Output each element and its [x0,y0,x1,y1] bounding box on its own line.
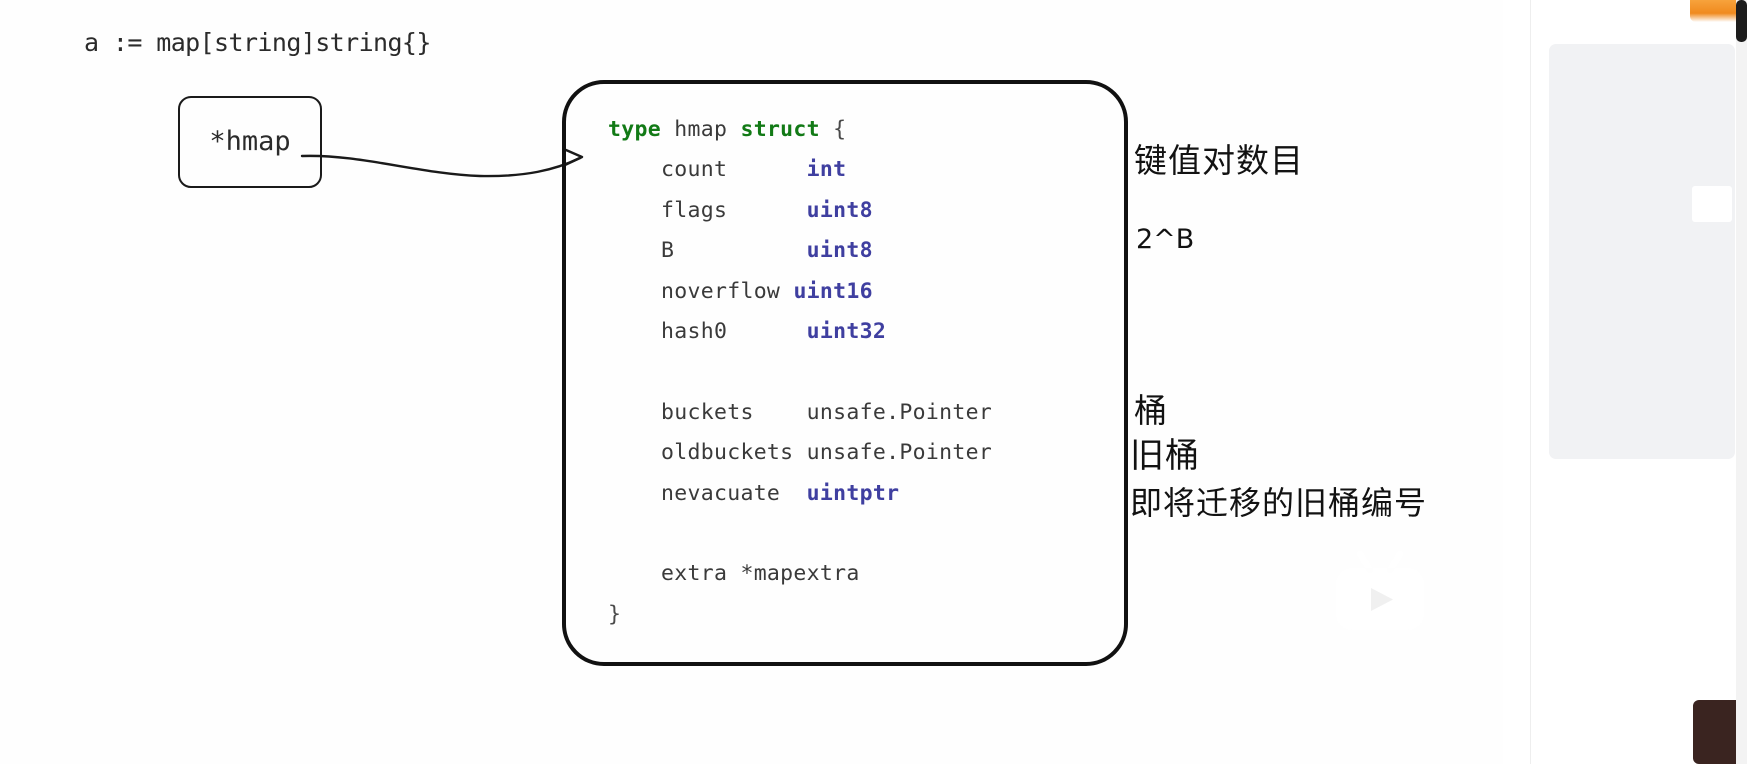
code-token-typ: uintptr [806,480,900,506]
code-token-id: nevacuate [660,480,807,506]
diagram-canvas: a := map[string]string{} *hmap type hmap… [84,28,1428,666]
page-right-chrome [1503,0,1747,764]
annotation-buckets: 桶 [1134,391,1168,430]
code-line: } [608,595,992,635]
accent-badge [1690,0,1747,22]
hmap-pointer-box: *hmap [178,96,322,188]
code-line: flags uint8 [608,191,992,231]
code-token-id: count [660,157,807,183]
code-token-kw: struct [740,117,820,142]
code-token-id: buckets unsafe.Pointer [660,399,993,425]
hmap-pointer-label: *hmap [209,126,291,157]
code-token-id: extra *mapextra [660,561,860,587]
annotation-nevacuate: 即将迁移的旧桶编号 [1130,484,1428,522]
code-token-typ: uint8 [806,197,873,223]
code-line: type hmap struct { [608,110,992,150]
code-line [608,352,992,392]
video-play-watermark-icon [1336,550,1424,630]
code-line [608,514,992,554]
code-indent [608,400,661,425]
code-token-id: oldbuckets unsafe.Pointer [660,440,993,466]
code-token-id [608,521,621,546]
scrollbar-track[interactable] [1736,0,1747,764]
code-indent [608,198,661,223]
code-line: noverflow uint16 [608,272,992,312]
annotation-count: 键值对数目 [1134,141,1304,180]
code-token-typ: uint16 [793,278,873,304]
code-token-id: noverflow [660,278,794,304]
code-token-id: hmap [660,117,741,142]
code-indent [608,481,661,506]
code-token-id: hash0 [660,318,807,344]
code-token-typ: uint8 [806,238,873,264]
hmap-struct-box [562,80,1128,666]
code-indent [608,440,661,465]
code-line: oldbuckets unsafe.Pointer [608,433,992,473]
code-indent [608,238,661,263]
code-indent [608,319,661,344]
code-line: count int [608,150,992,190]
code-line: B uint8 [608,231,992,271]
code-token-pl: } [608,601,622,627]
code-line: buckets unsafe.Pointer [608,393,992,433]
code-token-id: B [660,238,807,264]
code-line: nevacuate uintptr [608,474,992,514]
code-token-kw: type [608,117,661,142]
code-line: extra *mapextra [608,554,992,594]
map-declaration-text: a := map[string]string{} [84,28,431,57]
content-edge-divider [1503,0,1531,764]
annotation-oldbuckets: 旧桶 [1130,436,1200,476]
code-token-id: flags [660,197,807,223]
code-indent [608,561,661,586]
code-token-id [608,359,621,384]
annotation-b: 2^B [1136,224,1195,255]
scrollbar-thumb[interactable] [1736,0,1747,42]
side-panel-notch [1692,186,1732,222]
code-token-typ: int [806,157,847,183]
code-indent [608,279,661,304]
hmap-struct-code: type hmap struct { count int flags uint8… [608,110,992,635]
code-token-pl: { [819,117,847,142]
pointer-arrow-icon [300,148,584,178]
code-token-typ: uint32 [806,318,887,344]
side-panel[interactable] [1549,44,1735,459]
code-indent [608,157,661,182]
code-line: hash0 uint32 [608,312,992,352]
